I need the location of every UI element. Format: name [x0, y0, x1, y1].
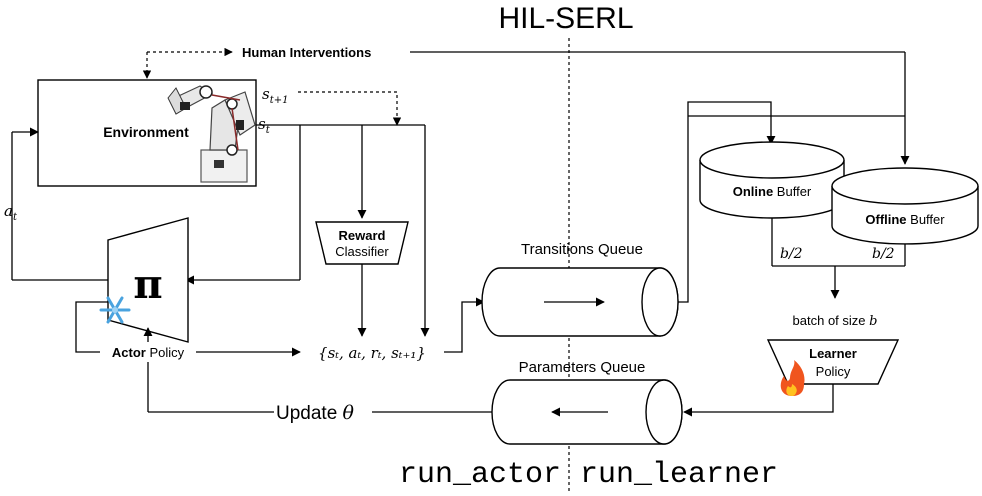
offline-buffer: Offline Buffer	[831, 167, 979, 245]
tuple-to-queue-arrow	[444, 297, 485, 353]
offline-sample-size: b/2	[872, 246, 895, 262]
online-sample-size: b/2	[780, 246, 803, 262]
learner-title: Learner	[809, 346, 857, 361]
s-t-label: st	[258, 115, 271, 136]
parameters-queue: Parameters Queue	[491, 359, 683, 445]
parameters-queue-label: Parameters Queue	[519, 359, 646, 376]
transitions-queue-label: Transitions Queue	[521, 241, 643, 258]
reward-classifier-subtitle: Classifier	[335, 244, 389, 259]
sampling-flow: b/2 b/2 batch of size b	[771, 218, 906, 329]
fire-icon	[780, 360, 805, 396]
action-label: at	[4, 202, 18, 223]
s-next-dashed-arrow	[298, 91, 402, 126]
run-actor-label: run_actor	[399, 458, 561, 492]
offline-buffer-label: Offline Buffer	[865, 212, 945, 227]
snowflake-icon	[99, 296, 131, 324]
action-loop: at	[4, 127, 108, 281]
diagram-title: HIL-SERL	[498, 2, 633, 35]
reward-classifier: Reward Classifier	[315, 221, 409, 265]
actor-policy-label: Actor Policy	[112, 345, 185, 360]
robot-arm-icon	[167, 85, 256, 183]
environment-box: Environment	[37, 79, 257, 187]
learner-subtitle: Policy	[816, 364, 851, 379]
online-buffer: Online Buffer	[699, 141, 845, 219]
run-learner-label: run_learner	[580, 458, 778, 492]
s-next-label: st+1	[262, 85, 288, 106]
human-interventions-flow: Human Interventions	[142, 45, 910, 165]
learner-to-params-arrow	[683, 384, 834, 417]
online-buffer-label: Online Buffer	[733, 184, 812, 199]
svg-text:st: st	[258, 115, 271, 136]
transition-tuple: {sₜ, aₜ, rₜ, sₜ₊₁}	[318, 344, 426, 362]
pi-symbol: π	[133, 261, 162, 308]
human-interventions-label: Human Interventions	[242, 45, 371, 60]
update-theta-flow: Update θ	[147, 362, 492, 424]
update-theta-label: Update θ	[276, 402, 355, 424]
batch-size-label: batch of size b	[793, 313, 878, 329]
state-flow	[185, 124, 430, 337]
queue-to-buffers-flow	[678, 101, 905, 303]
actor-policy-network: π Actor Policy	[75, 217, 301, 360]
transitions-queue: Transitions Queue	[481, 241, 679, 337]
svg-text:st+1: st+1	[262, 85, 288, 106]
reward-classifier-title: Reward	[339, 228, 386, 243]
environment-label: Environment	[103, 124, 189, 140]
learner-policy: Learner Policy	[766, 339, 900, 385]
